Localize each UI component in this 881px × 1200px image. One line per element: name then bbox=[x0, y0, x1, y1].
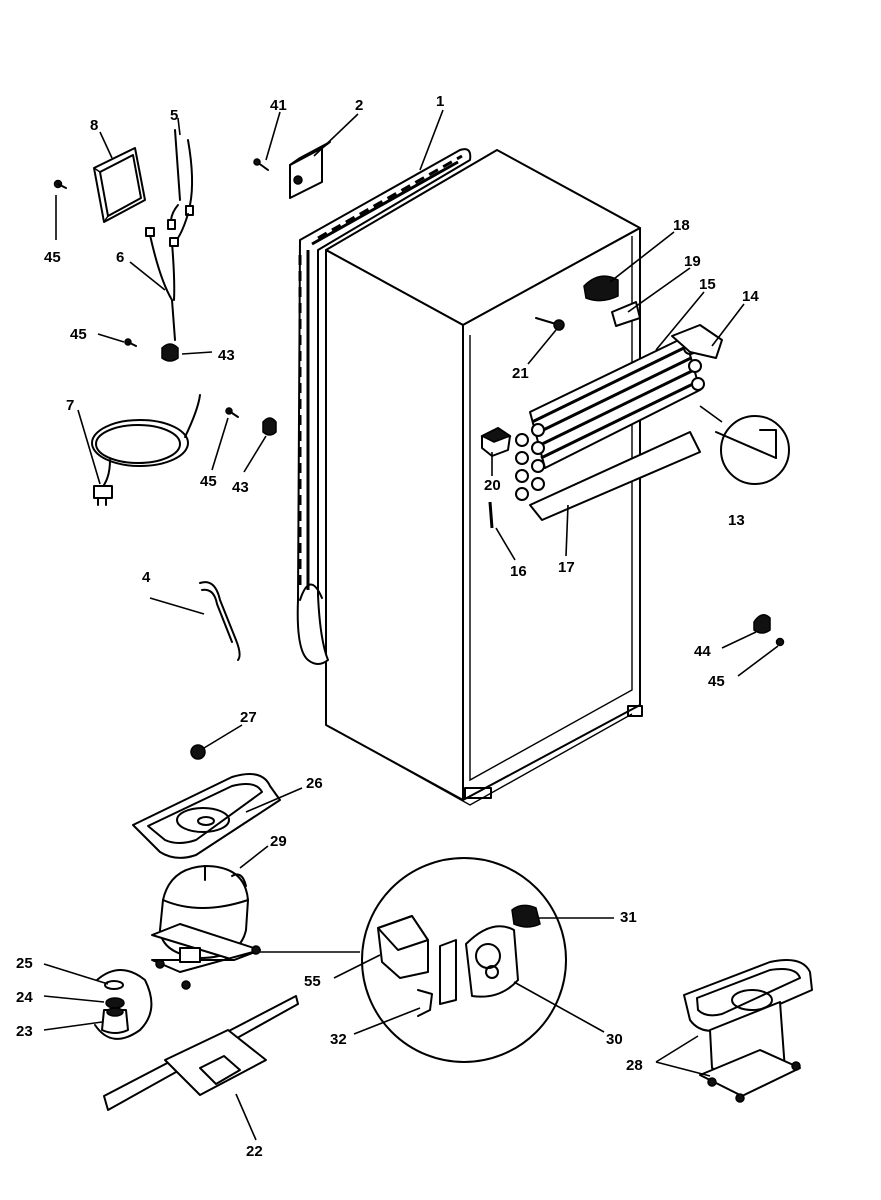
mount-detail-circle bbox=[94, 951, 360, 1040]
callout-32: 32 bbox=[330, 1031, 347, 1048]
callout-45: 45 bbox=[708, 673, 725, 690]
callout-4: 4 bbox=[142, 569, 151, 586]
callout-20: 20 bbox=[484, 477, 501, 494]
base-rail-part-22 bbox=[103, 995, 299, 1111]
power-cord-part-7 bbox=[91, 394, 201, 506]
callout-29: 29 bbox=[270, 833, 287, 850]
callout-43: 43 bbox=[232, 479, 249, 496]
drain-pan-part-26 bbox=[132, 773, 281, 859]
callout-1: 1 bbox=[436, 93, 444, 110]
callout-2: 2 bbox=[355, 97, 363, 114]
callout-31: 31 bbox=[620, 909, 637, 926]
callout-13: 13 bbox=[728, 512, 745, 529]
bracket-part-2 bbox=[289, 141, 331, 199]
sensor-part-16 bbox=[488, 501, 494, 529]
screw-part-45-top bbox=[53, 179, 67, 189]
callout-18: 18 bbox=[673, 217, 690, 234]
callout-45: 45 bbox=[200, 473, 217, 490]
bracket-part-14 bbox=[671, 324, 723, 359]
screw-part-45-lower bbox=[225, 407, 239, 418]
condenser-coil bbox=[296, 148, 472, 665]
callout-17: 17 bbox=[558, 559, 575, 576]
callout-8: 8 bbox=[90, 117, 98, 134]
callout-21: 21 bbox=[512, 365, 529, 382]
callout-16: 16 bbox=[510, 563, 527, 580]
clip-part-43-lower bbox=[262, 417, 277, 436]
callout-55: 55 bbox=[304, 973, 321, 990]
clip-part-43-upper bbox=[161, 343, 179, 362]
callout-25: 25 bbox=[16, 955, 33, 972]
thermostat-part-18 bbox=[583, 275, 619, 302]
callout-41: 41 bbox=[270, 97, 287, 114]
detail-circle-part-13 bbox=[699, 405, 790, 485]
callout-27: 27 bbox=[240, 709, 257, 726]
callout-5: 5 bbox=[170, 107, 178, 124]
callout-28: 28 bbox=[626, 1057, 643, 1074]
callout-6: 6 bbox=[116, 249, 124, 266]
compressor-assembly-part-28 bbox=[683, 959, 813, 1103]
callout-45: 45 bbox=[44, 249, 61, 266]
callout-14: 14 bbox=[742, 288, 759, 305]
cover-panel-part-8 bbox=[93, 147, 146, 223]
callout-44: 44 bbox=[694, 643, 711, 660]
grommet-part-27 bbox=[190, 744, 206, 760]
callout-30: 30 bbox=[606, 1031, 623, 1048]
switch-part-20 bbox=[480, 427, 512, 457]
callout-15: 15 bbox=[699, 276, 716, 293]
callout-7: 7 bbox=[66, 397, 74, 414]
screw-part-41 bbox=[253, 158, 269, 171]
callout-24: 24 bbox=[16, 989, 33, 1006]
callout-43: 43 bbox=[218, 347, 235, 364]
screw-part-45-mid bbox=[124, 338, 137, 347]
clip-part-44 bbox=[753, 614, 771, 634]
callout-23: 23 bbox=[16, 1023, 33, 1040]
screw-part-45-right bbox=[775, 637, 785, 647]
relay-detail-circle bbox=[361, 857, 567, 1063]
compressor-part-29 bbox=[151, 865, 261, 990]
callout-26: 26 bbox=[306, 775, 323, 792]
leader-lines bbox=[43, 109, 779, 1141]
drain-tray-part-17 bbox=[529, 431, 701, 521]
screw-part-21 bbox=[535, 317, 565, 331]
callout-45: 45 bbox=[70, 326, 87, 343]
callout-22: 22 bbox=[246, 1143, 263, 1160]
heater-part-4 bbox=[199, 581, 241, 661]
callout-19: 19 bbox=[684, 253, 701, 270]
callout-labels: 1 2 41 5 8 45 6 45 43 7 45 43 18 19 15 1… bbox=[16, 93, 759, 1160]
wiring-harness-part-6 bbox=[145, 129, 194, 341]
